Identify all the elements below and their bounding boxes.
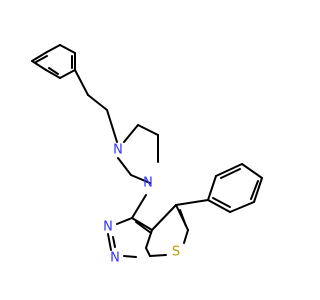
phenyl-ring-right	[207, 163, 263, 213]
phenyl-substituent-bond	[175, 199, 209, 206]
piperazine-ring	[117, 124, 159, 184]
svg-text:N: N	[110, 251, 120, 266]
atom-s-thiophene: S	[172, 245, 180, 260]
svg-text:N: N	[113, 143, 123, 158]
atom-n-piperazine-bottom: N	[143, 176, 153, 191]
svg-text:S: S	[172, 245, 180, 260]
svg-text:N: N	[143, 176, 153, 191]
atom-n-pyrimidine-1: N	[103, 220, 113, 235]
atom-n-pyrimidine-2: N	[110, 251, 120, 266]
ethyl-linker	[74, 69, 118, 143]
n-aryl-bond	[131, 194, 147, 219]
molecule-structure: N N N N S	[31, 44, 263, 266]
pyrimidine-ring	[107, 217, 153, 258]
phenyl-ring-top	[31, 44, 76, 79]
svg-text:N: N	[103, 220, 113, 235]
structure-canvas: N N N N S	[31, 44, 263, 266]
atom-n-piperazine-top: N	[113, 143, 123, 158]
thiophene-ring	[145, 204, 189, 257]
